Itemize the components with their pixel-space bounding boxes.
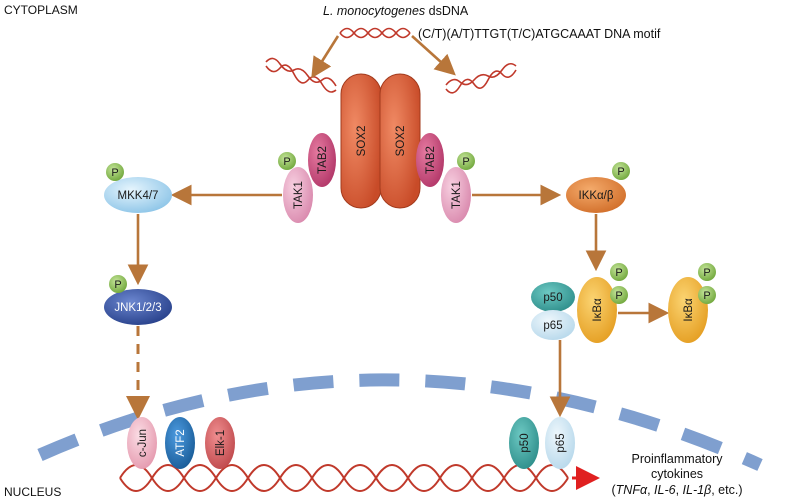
phospho-label: P bbox=[703, 267, 710, 279]
ikb-complex-label: IκBα bbox=[592, 298, 604, 322]
output-line1: Proinflammatory bbox=[632, 452, 724, 466]
dna-motif-label: (C/T)(A/T)TTGT(T/C)ATGCAAAT DNA motif bbox=[418, 27, 661, 41]
atf2-node bbox=[165, 417, 195, 469]
ikb-free-label: IκBα bbox=[683, 298, 695, 322]
output-cytokine-list: (TNFα, IL-6, IL-1β, etc.) bbox=[611, 483, 742, 497]
phospho-label: P bbox=[111, 167, 118, 179]
arrow-dna-left bbox=[311, 35, 340, 79]
pathogen-label: L. monocytogenes dsDNA bbox=[323, 4, 469, 18]
sox2-dimer: SOX2 SOX2 bbox=[340, 73, 421, 209]
sox2-right-label: SOX2 bbox=[395, 126, 407, 157]
phospho-ikk bbox=[612, 162, 630, 180]
tab2-right bbox=[416, 133, 444, 187]
tab2-right-label: TAB2 bbox=[425, 146, 437, 174]
tak1-right bbox=[441, 167, 471, 223]
tak1-left-label: TAK1 bbox=[293, 181, 305, 209]
ikk-label: IKKα/β bbox=[579, 190, 614, 202]
phospho-mkk bbox=[106, 163, 124, 181]
output-line2: cytokines bbox=[651, 467, 703, 481]
phospho-label: P bbox=[615, 290, 622, 302]
p50-nuc-label: p50 bbox=[519, 433, 531, 452]
atf2-label: ATF2 bbox=[175, 429, 187, 456]
mkk4-7-label: MKK4/7 bbox=[118, 190, 159, 202]
p65-cyto-label: p65 bbox=[543, 320, 562, 332]
phospho-label: P bbox=[615, 267, 622, 279]
arrow-dna-right bbox=[411, 35, 456, 76]
elk1-node bbox=[205, 417, 235, 469]
ikk-node bbox=[566, 177, 626, 213]
phospho-ikb-2 bbox=[610, 286, 628, 304]
cjun-node bbox=[127, 417, 157, 469]
tak1-left bbox=[283, 167, 313, 223]
ikb-complex-node bbox=[577, 277, 617, 343]
phospho-label: P bbox=[283, 156, 290, 168]
cjun-label: c-Jun bbox=[137, 429, 149, 457]
p65-nuc-label: p65 bbox=[555, 433, 567, 452]
phospho-jnk bbox=[109, 275, 127, 293]
ikb-free-node bbox=[668, 277, 708, 343]
nucleus-label: NUCLEUS bbox=[4, 485, 61, 499]
pathogen-dna-top bbox=[339, 27, 411, 39]
phospho-tak1-right bbox=[457, 152, 475, 170]
pathogen-dna-right bbox=[445, 62, 517, 94]
p65-cyto-node bbox=[531, 310, 575, 340]
elk1-label: Elk-1 bbox=[215, 430, 227, 456]
genomic-dna bbox=[119, 464, 569, 492]
tak1-right-label: TAK1 bbox=[451, 181, 463, 209]
sox2-left-label: SOX2 bbox=[356, 126, 368, 157]
mkk4-7-node bbox=[104, 177, 172, 213]
phospho-label: P bbox=[462, 156, 469, 168]
tab2-left-label: TAB2 bbox=[317, 146, 329, 174]
jnk-label: JNK1/2/3 bbox=[114, 302, 161, 314]
phospho-tak1-left bbox=[278, 152, 296, 170]
p65-nuc-node bbox=[545, 417, 575, 469]
phospho-ikb-1 bbox=[610, 263, 628, 281]
nuclear-envelope bbox=[37, 373, 763, 471]
phospho-label: P bbox=[703, 290, 710, 302]
p50-cyto-node bbox=[531, 282, 575, 312]
phospho-label: P bbox=[617, 166, 624, 178]
tab2-left bbox=[308, 133, 336, 187]
pathogen-dna-left bbox=[265, 57, 337, 93]
phospho-ikb-free-2 bbox=[698, 286, 716, 304]
p50-cyto-label: p50 bbox=[543, 292, 562, 304]
phospho-ikb-free-1 bbox=[698, 263, 716, 281]
sox2-right bbox=[379, 73, 421, 209]
phospho-label: P bbox=[114, 279, 121, 291]
cytoplasm-label: CYTOPLASM bbox=[4, 3, 78, 17]
p50-nuc-node bbox=[509, 417, 539, 469]
jnk-node bbox=[104, 289, 172, 325]
